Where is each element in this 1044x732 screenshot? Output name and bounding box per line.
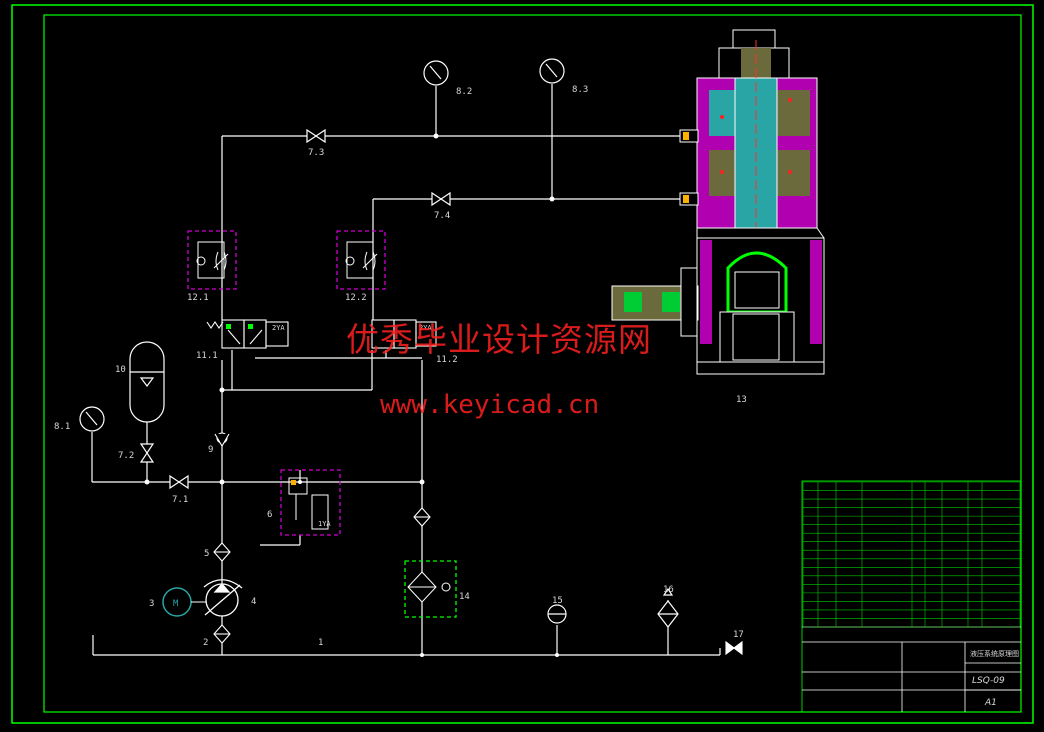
label-7-4: 7.4 xyxy=(434,211,450,221)
pressure-gauge-8-2 xyxy=(423,60,449,86)
label-7-3: 7.3 xyxy=(308,148,324,158)
directional-valve-11-2 xyxy=(371,319,437,349)
label-2: 2 xyxy=(203,638,208,648)
label-motor: M xyxy=(173,599,179,609)
label-12-2: 12.2 xyxy=(345,293,367,303)
thermometer-15 xyxy=(547,604,567,624)
label-13: 13 xyxy=(736,395,747,405)
directional-valve-11-1 xyxy=(206,319,289,349)
return-filter xyxy=(413,507,431,527)
label-6: 6 xyxy=(267,510,272,520)
label-1ya-valve-6: 1YA xyxy=(318,520,331,528)
label-17: 17 xyxy=(733,630,744,640)
label-8-1: 8.1 xyxy=(54,422,70,432)
label-2ya-valve-11-2: 2YA xyxy=(419,324,432,332)
label-11-1: 11.1 xyxy=(196,351,218,361)
label-1: 1 xyxy=(318,638,323,648)
accumulator-10 xyxy=(129,341,165,423)
shutoff-valve-7-1 xyxy=(169,474,189,490)
shutoff-valve-7-3 xyxy=(306,128,326,144)
check-valve-9 xyxy=(214,432,230,448)
title-block-sheet-size: A1 xyxy=(984,698,997,708)
throttle-check-valve-12-1 xyxy=(187,230,237,290)
label-8-2: 8.2 xyxy=(456,87,472,97)
junction-dots xyxy=(144,133,559,657)
label-2ya-valve-11-1: 2YA xyxy=(272,324,285,332)
label-5: 5 xyxy=(204,549,209,559)
watermark-url: www.keyicad.cn xyxy=(380,390,600,420)
pressure-gauge-8-3 xyxy=(539,58,565,84)
label-15: 15 xyxy=(552,596,563,606)
label-9: 9 xyxy=(208,445,213,455)
title-block-drawing-name: 液压系统原理图 xyxy=(970,649,1019,658)
pump-4 xyxy=(203,579,243,617)
outer-frame xyxy=(11,4,1034,724)
filter-2 xyxy=(213,624,231,644)
watermark-chinese: 优秀毕业设计资源网 xyxy=(346,320,652,359)
cylinder-13-section xyxy=(611,29,825,375)
label-7-2: 7.2 xyxy=(118,451,134,461)
label-3: 3 xyxy=(149,599,154,609)
air-filter-16 xyxy=(657,587,679,628)
hydraulic-lines xyxy=(91,84,721,656)
title-block-drawing-no: LSQ-09 xyxy=(972,676,1005,686)
pressure-gauge-8-1 xyxy=(79,406,105,432)
label-14: 14 xyxy=(459,592,470,602)
filter-5 xyxy=(213,542,231,562)
inner-frame xyxy=(43,14,1022,713)
drain-valve-17 xyxy=(725,640,743,656)
bom-table-rows xyxy=(802,481,1021,628)
filter-14 xyxy=(404,560,457,618)
label-8-3: 8.3 xyxy=(572,85,588,95)
labels: 1 2 3 4 5 6 7.1 7.2 7.3 7.4 8.1 8.2 8.3 … xyxy=(54,85,747,648)
label-7-1: 7.1 xyxy=(172,495,188,505)
shutoff-valve-7-4 xyxy=(431,191,451,207)
throttle-check-valve-12-2 xyxy=(336,230,386,290)
label-12-1: 12.1 xyxy=(187,293,209,303)
shutoff-valve-7-2 xyxy=(139,443,155,463)
label-10: 10 xyxy=(115,365,126,375)
relief-valve-6 xyxy=(280,469,341,536)
motor-3 xyxy=(162,587,206,617)
label-11-2: 11.2 xyxy=(436,355,458,365)
label-4: 4 xyxy=(251,597,256,607)
label-16: 16 xyxy=(663,585,674,595)
